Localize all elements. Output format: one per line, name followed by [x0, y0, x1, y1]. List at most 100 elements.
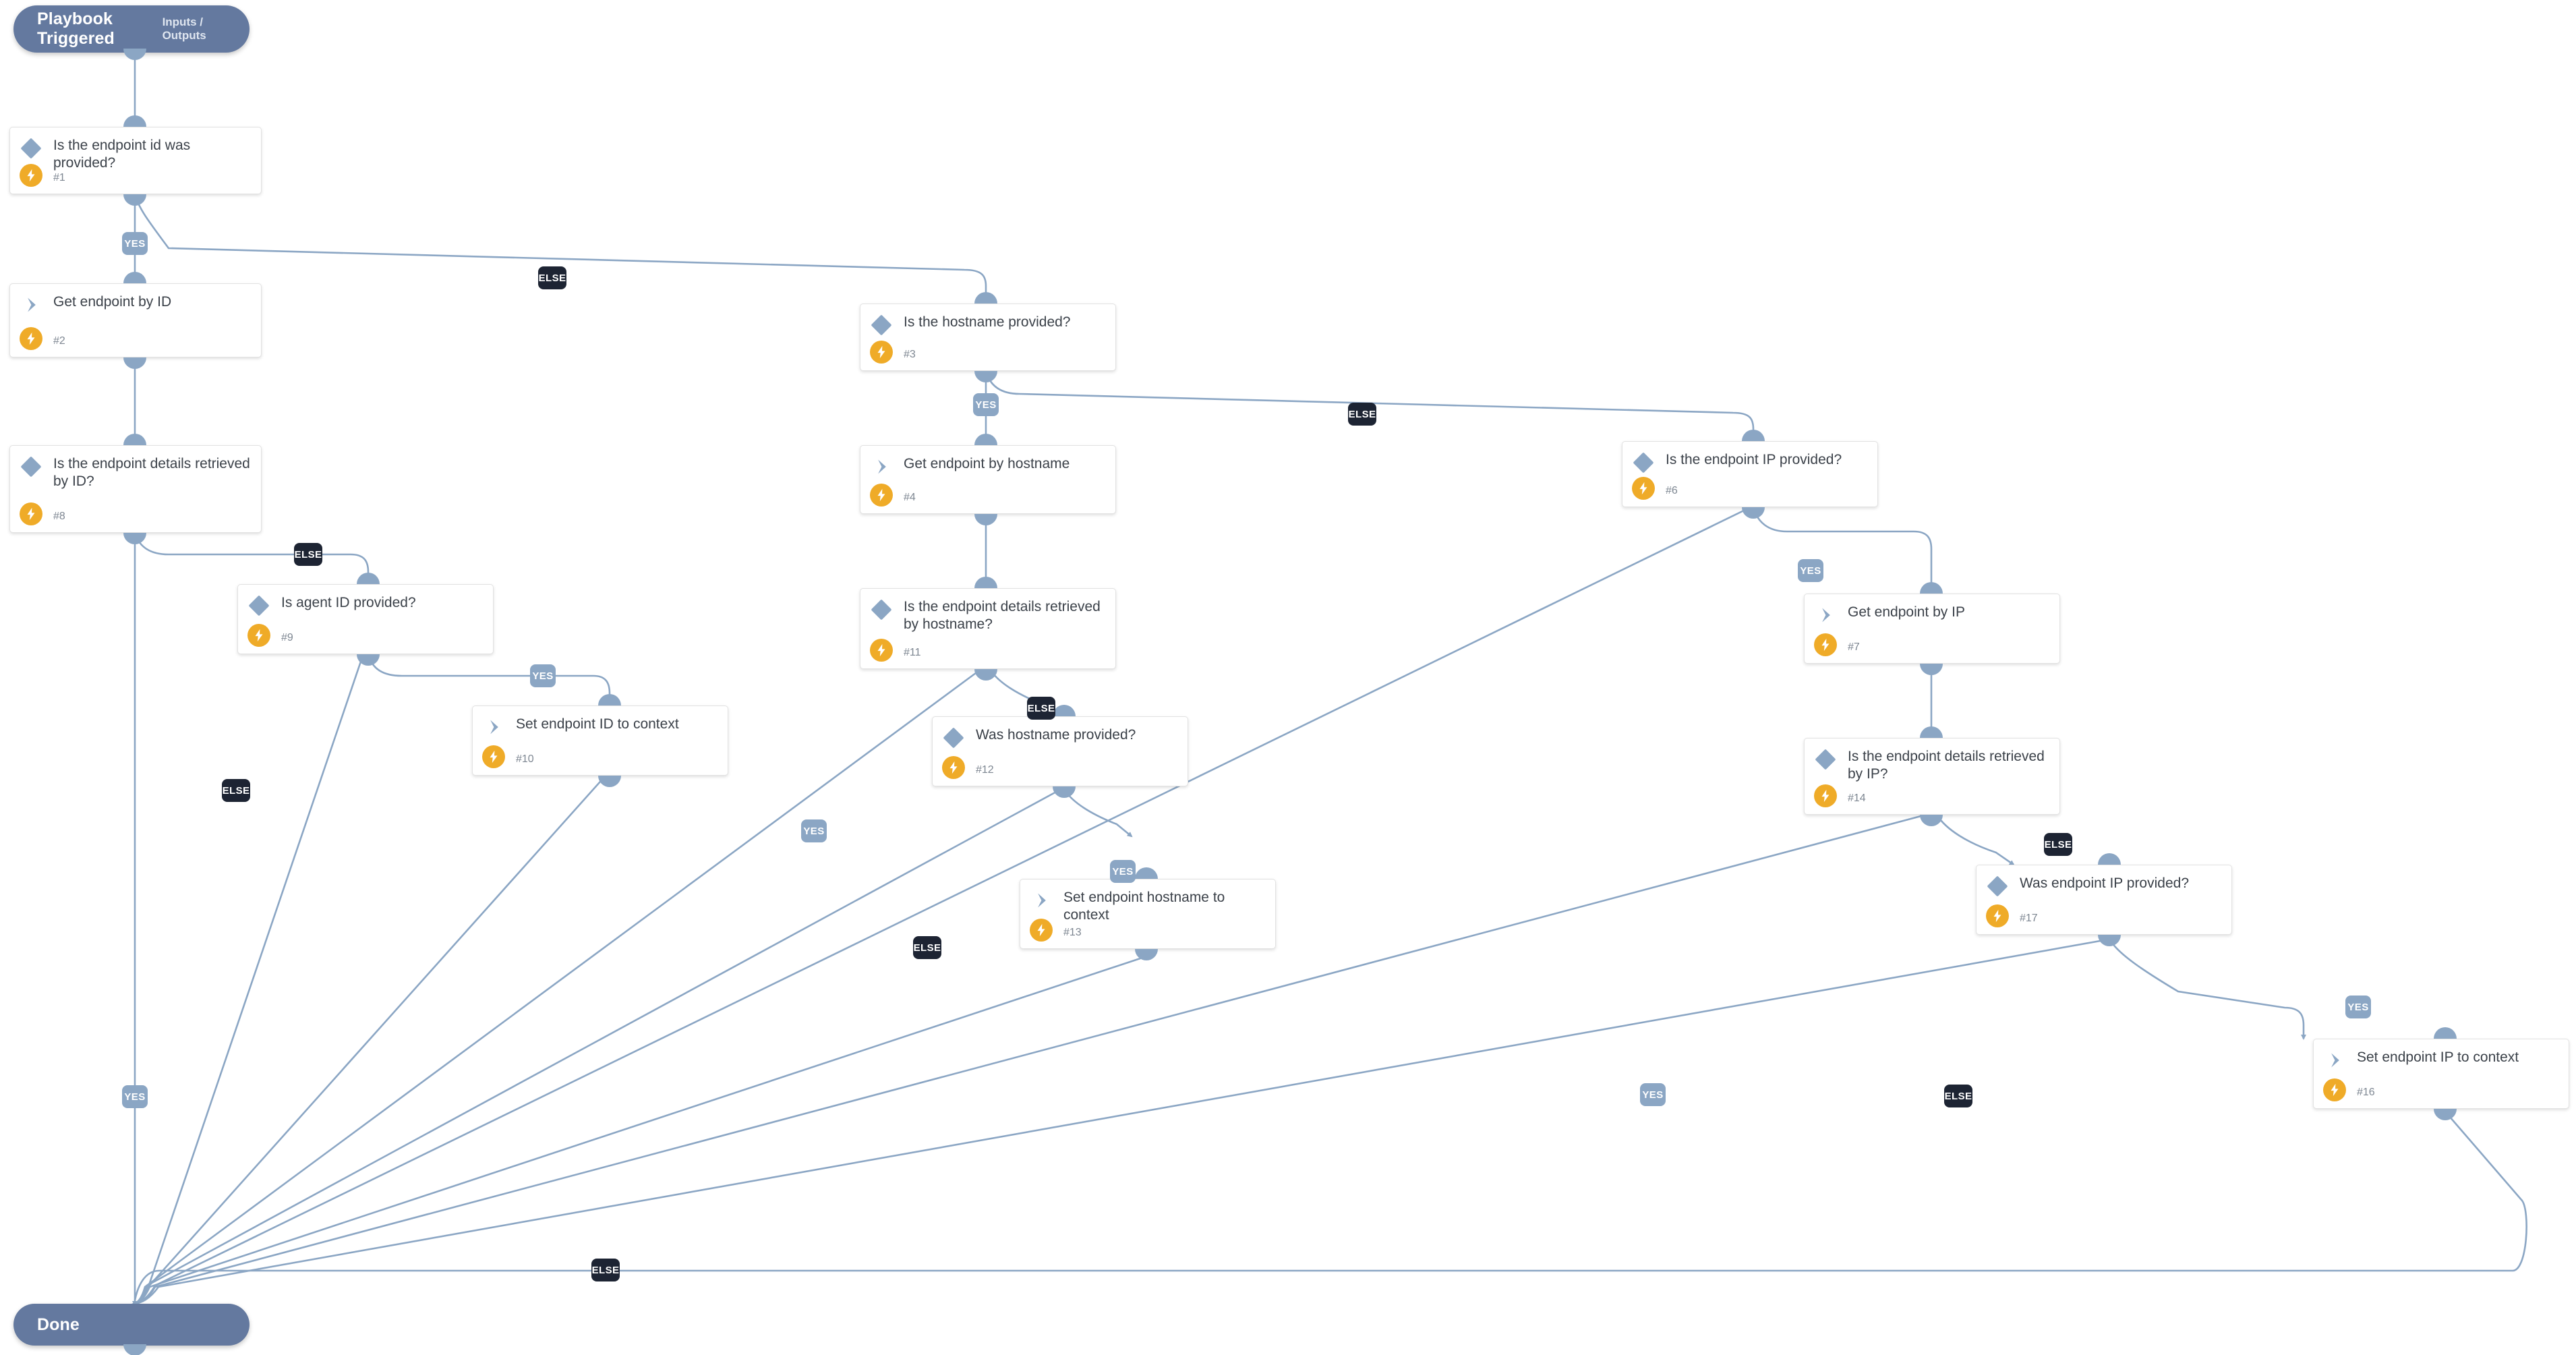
- node-16-out-port: [2434, 1109, 2457, 1120]
- node-title: Is the endpoint details retrieved by IP?: [1848, 749, 2045, 782]
- node-2-out-port: [123, 357, 146, 369]
- node-number: #4: [904, 492, 916, 503]
- node-17-out-port: [2098, 935, 2121, 946]
- edge-label-else-17-down[interactable]: ELSE: [1944, 1085, 1972, 1107]
- node-1-in-port: [123, 115, 146, 127]
- node-number: #1: [53, 172, 65, 183]
- node-title: Set endpoint hostname to context: [1063, 890, 1225, 923]
- node-10-out-port: [598, 776, 621, 787]
- node-number: #9: [281, 632, 293, 643]
- node-8-out-port: [123, 533, 146, 544]
- edge-label-yes-6-to-7[interactable]: YES: [1798, 559, 1823, 582]
- edge-label-else-3-to-6[interactable]: ELSE: [1348, 403, 1376, 426]
- condition-diamond-icon: [871, 314, 892, 336]
- edge-label-yes-8-down[interactable]: YES: [122, 1085, 148, 1108]
- action-chevron-icon: [1817, 606, 1836, 625]
- node-9-out-port: [357, 654, 380, 666]
- node-number: #13: [1063, 927, 1082, 938]
- node-6-out-port: [1742, 507, 1765, 519]
- node-card-10[interactable]: Set endpoint ID to context #10: [472, 705, 728, 776]
- node-7-out-port: [1920, 664, 1943, 675]
- condition-diamond-icon: [248, 595, 270, 616]
- node-card-3[interactable]: Is the hostname provided? #3: [860, 304, 1116, 371]
- node-12-in-port: [1053, 705, 1076, 716]
- lightning-bolt-icon: [1030, 919, 1053, 942]
- node-card-17[interactable]: Was endpoint IP provided? #17: [1976, 865, 2232, 935]
- condition-diamond-icon: [20, 138, 42, 159]
- node-card-9[interactable]: Is agent ID provided? #9: [237, 584, 494, 654]
- condition-diamond-icon: [871, 599, 892, 621]
- edge-label-else-9-down[interactable]: ELSE: [222, 779, 250, 802]
- edge-label-yes-3-to-4[interactable]: YES: [973, 393, 999, 416]
- node-card-7[interactable]: Get endpoint by IP #7: [1804, 594, 2060, 664]
- node-card-8[interactable]: Is the endpoint details retrieved by ID?…: [9, 445, 262, 533]
- edge-label-else-10-down[interactable]: ELSE: [591, 1259, 620, 1281]
- lightning-bolt-icon: [942, 756, 965, 779]
- node-title: Was endpoint IP provided?: [2020, 875, 2189, 891]
- edge-label-yes-14-down[interactable]: YES: [1640, 1083, 1666, 1106]
- node-4-in-port: [974, 434, 997, 445]
- edge-label-yes-11-down[interactable]: YES: [801, 819, 827, 842]
- lightning-bolt-icon: [20, 327, 42, 350]
- node-number: #2: [53, 335, 65, 347]
- inputs-outputs-link[interactable]: Inputs / Outputs: [162, 16, 206, 42]
- start-node[interactable]: Playbook Triggered Inputs / Outputs: [13, 5, 250, 53]
- end-node[interactable]: Done: [13, 1304, 250, 1346]
- lightning-bolt-icon: [870, 484, 893, 507]
- condition-diamond-icon: [20, 456, 42, 478]
- node-card-13[interactable]: Set endpoint hostname to context #13: [1020, 879, 1276, 949]
- edge-label-else-14-to-17[interactable]: ELSE: [2044, 833, 2072, 856]
- node-card-2[interactable]: Get endpoint by ID #2: [9, 283, 262, 357]
- node-3-in-port: [974, 292, 997, 304]
- node-number: #8: [53, 511, 65, 522]
- lightning-bolt-icon: [870, 341, 893, 364]
- lightning-bolt-icon: [247, 624, 270, 647]
- node-title: Get endpoint by hostname: [904, 456, 1070, 471]
- edge-label-else-1-to-3[interactable]: ELSE: [538, 266, 566, 289]
- node-13-in-port: [1135, 867, 1158, 879]
- node-14-in-port: [1920, 726, 1943, 738]
- end-node-label: Done: [37, 1315, 80, 1334]
- edge-label-yes-12-to-13[interactable]: YES: [1110, 860, 1136, 883]
- node-title: Was hostname provided?: [976, 727, 1136, 743]
- condition-diamond-icon: [943, 727, 964, 749]
- lightning-bolt-icon: [20, 502, 42, 525]
- node-number: #6: [1666, 485, 1678, 496]
- node-16-in-port: [2434, 1027, 2457, 1039]
- node-title: Is the endpoint details retrieved by ID?: [53, 456, 250, 489]
- edge-label-else-8-to-9[interactable]: ELSE: [294, 543, 322, 566]
- node-card-16[interactable]: Set endpoint IP to context #16: [2313, 1039, 2569, 1109]
- edge-label-yes-9-to-10[interactable]: YES: [530, 664, 556, 687]
- node-card-11[interactable]: Is the endpoint details retrieved by hos…: [860, 588, 1116, 669]
- condition-diamond-icon: [1633, 452, 1654, 473]
- node-card-12[interactable]: Was hostname provided? #12: [932, 716, 1188, 786]
- edge-label-else-12-down[interactable]: ELSE: [913, 936, 941, 959]
- node-number: #10: [516, 753, 534, 765]
- action-chevron-icon: [22, 295, 41, 314]
- lightning-bolt-icon: [1814, 633, 1837, 656]
- node-card-1[interactable]: Is the endpoint id was provided? #1: [9, 127, 262, 194]
- edge-label-yes-17-to-16[interactable]: YES: [2345, 996, 2371, 1018]
- node-number: #3: [904, 349, 916, 360]
- node-card-14[interactable]: Is the endpoint details retrieved by IP?…: [1804, 738, 2060, 815]
- node-1-out-port: [123, 194, 146, 206]
- node-11-out-port: [974, 669, 997, 681]
- node-title: Is the endpoint details retrieved by hos…: [904, 599, 1101, 632]
- action-chevron-icon: [485, 718, 504, 737]
- node-title: Get endpoint by IP: [1848, 604, 1965, 620]
- start-node-label: Playbook Triggered: [37, 9, 115, 48]
- node-number: #11: [904, 647, 921, 658]
- edge-label-yes-1-to-2[interactable]: YES: [122, 232, 148, 255]
- node-card-4[interactable]: Get endpoint by hostname #4: [860, 445, 1116, 514]
- node-card-6[interactable]: Is the endpoint IP provided? #6: [1622, 441, 1878, 507]
- action-chevron-icon: [2326, 1051, 2345, 1070]
- node-title: Get endpoint by ID: [53, 294, 172, 310]
- action-chevron-icon: [1032, 891, 1051, 910]
- node-9-in-port: [357, 573, 380, 584]
- node-11-in-port: [974, 577, 997, 588]
- node-number: #7: [1848, 641, 1860, 653]
- node-4-out-port: [974, 514, 997, 525]
- node-title: Set endpoint IP to context: [2357, 1049, 2519, 1065]
- edge-label-else-11-to-12[interactable]: ELSE: [1027, 697, 1055, 720]
